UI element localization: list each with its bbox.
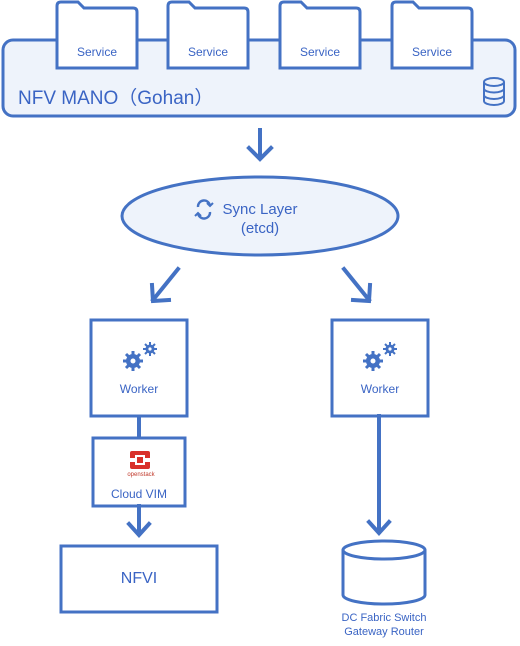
sync-layer-ellipse [120, 175, 400, 257]
dc-fabric-cylinder [341, 539, 427, 606]
down-arrow-icon [126, 504, 152, 538]
nfvi-label: NFVI [120, 570, 158, 587]
gears-icon [123, 342, 157, 371]
service-folder-2 [166, 0, 250, 70]
dc-fabric-label: DC Fabric Switch [341, 612, 427, 624]
service-folder-3 [278, 0, 362, 70]
down-arrow-icon [246, 128, 274, 162]
openstack-logo-icon [128, 451, 152, 469]
down-arrow-icon [341, 266, 373, 304]
sync-layer-subtitle: (etcd) [240, 220, 280, 237]
service-label-1: Service [76, 45, 117, 59]
service-label-3: Service [299, 45, 340, 59]
down-arrow-icon [366, 414, 392, 536]
gears-icon [363, 342, 397, 371]
sync-layer-title: Sync Layer [222, 201, 298, 218]
service-label-2: Service [187, 45, 228, 59]
mano-title: NFV MANO（Gohan） [18, 88, 214, 109]
gateway-router-label: Gateway Router [344, 626, 424, 638]
service-folder-1 [55, 0, 139, 70]
cloud-vim-box [91, 436, 187, 508]
nfvi-box [59, 544, 219, 614]
worker-label-right: Worker [360, 382, 400, 396]
worker-label-left: Worker [119, 382, 159, 396]
cloud-vim-label: Cloud VIM [110, 487, 168, 501]
down-arrow-icon [149, 266, 181, 304]
sync-icon [194, 199, 214, 220]
service-label-4: Service [411, 45, 452, 59]
openstack-logo-text: openstack [127, 472, 155, 478]
service-folder-4 [390, 0, 474, 70]
database-icon [483, 77, 505, 106]
